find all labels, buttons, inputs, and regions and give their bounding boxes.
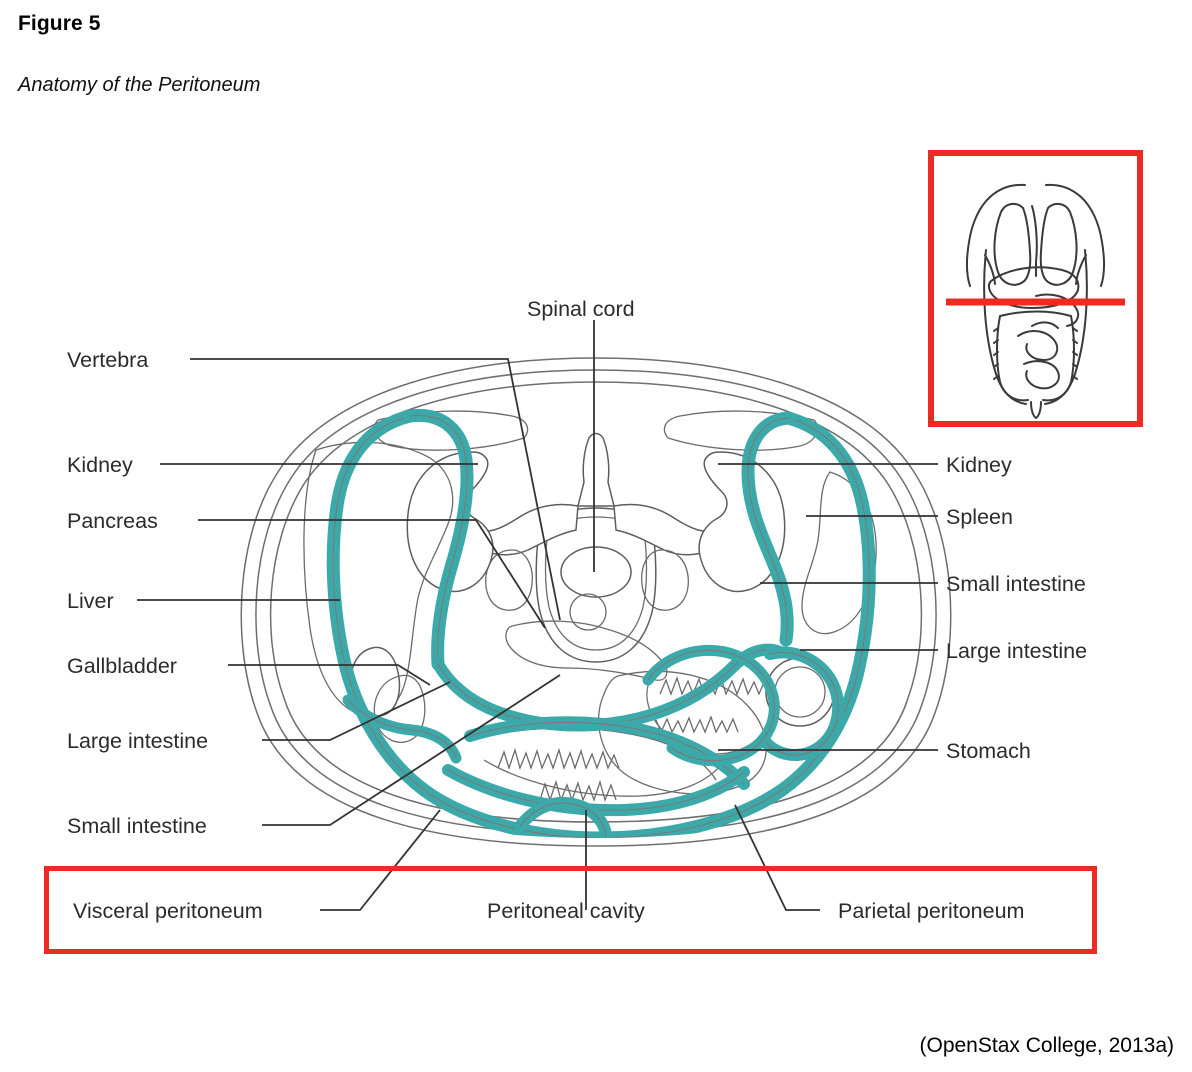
parietal-peritoneum-band-edge — [332, 415, 870, 838]
colon-haustra — [993, 327, 1078, 380]
leader-parietal-peritoneum — [734, 804, 820, 911]
erector-spinae-right — [663, 410, 819, 451]
liver-shape — [303, 441, 454, 717]
leader-pancreas — [198, 519, 546, 629]
vertebra — [465, 432, 727, 663]
citation-text: (OpenStax College, 2013a) — [919, 1034, 1175, 1057]
vertebral-body-inner — [544, 516, 648, 651]
small-intestine-loop-lower — [483, 759, 721, 797]
figure-label: Figure 5 — [18, 12, 101, 35]
spleen-shape — [801, 471, 877, 635]
mediastinum — [1031, 205, 1038, 277]
label-large-intestine-left: Large intestine — [67, 729, 208, 753]
figure-title: Anatomy of the Peritoneum — [18, 74, 261, 96]
leader-visceral-peritoneum — [320, 809, 441, 911]
rib-right — [1075, 254, 1087, 285]
leader-small-intestine-left — [262, 674, 561, 826]
label-peritoneal-cavity: Peritoneal cavity — [487, 899, 645, 923]
cross-section-svg: Spinal cord Vertebra Kidney Pancreas Liv… — [67, 297, 1087, 923]
spinous-process — [577, 432, 615, 507]
label-kidney-right: Kidney — [946, 453, 1012, 477]
kidney-right-shape — [698, 451, 786, 593]
shoulder-left — [989, 183, 1026, 198]
abdominal-wall-outer — [240, 357, 952, 847]
label-liver: Liver — [67, 589, 114, 613]
leader-vertebra — [190, 358, 561, 621]
label-kidney-left: Kidney — [67, 453, 133, 477]
spinal-cord-oval — [560, 546, 632, 598]
peritoneum-left-reflection-edge — [409, 414, 468, 665]
peritoneum-callout-box — [44, 866, 1097, 954]
psoas-right — [641, 549, 689, 611]
peritoneum-teal — [326, 408, 876, 838]
large-intestine — [373, 657, 835, 743]
small-intestine-inset — [1017, 321, 1060, 390]
label-vertebra: Vertebra — [67, 348, 148, 372]
peritoneum-callout-border — [44, 866, 1097, 954]
peritoneum-anterior-midline-edge — [519, 802, 607, 838]
small-intestine-villi-d — [539, 779, 617, 803]
labels: Spinal cord Vertebra Kidney Pancreas Liv… — [67, 297, 1087, 923]
peritoneum-right-reflection-edge — [747, 417, 789, 641]
small-intestine-villi-a — [659, 675, 771, 696]
label-parietal-peritoneum: Parietal peritoneum — [838, 899, 1024, 923]
label-small-intestine-right: Small intestine — [946, 572, 1086, 596]
small-intestine-villi-c — [497, 747, 620, 771]
lung-left — [993, 202, 1032, 286]
rectum-inset — [1030, 401, 1042, 419]
rib-left — [984, 254, 996, 285]
pancreas-shape — [505, 620, 668, 681]
peritoneum-small-bowel-loop-edge — [647, 649, 775, 762]
label-spleen: Spleen — [946, 505, 1013, 529]
peritoneum-gallbladder-fold-edge — [347, 699, 457, 759]
psoas-left — [485, 549, 533, 611]
label-small-intestine-left: Small intestine — [67, 814, 207, 838]
colon-frame — [996, 310, 1075, 402]
label-large-intestine-right: Large intestine — [946, 639, 1087, 663]
torso-outline — [965, 196, 1106, 287]
lung-right — [1039, 202, 1078, 286]
leader-large-intestine-left — [262, 681, 451, 741]
colon-left-lumen — [373, 674, 426, 743]
figure-illustration: Spinal cord Vertebra Kidney Pancreas Liv… — [0, 120, 1192, 1000]
shoulder-right — [1045, 183, 1082, 198]
peritoneum-colon-right-edge — [763, 652, 839, 756]
leader-lines — [137, 320, 938, 911]
label-spinal-cord: Spinal cord — [527, 297, 635, 321]
small-intestine-villi-b — [655, 715, 739, 734]
inset-svg — [928, 150, 1143, 427]
leader-gallbladder — [228, 664, 431, 686]
body-orientation-inset — [928, 150, 1143, 427]
inset-red-border — [928, 150, 1143, 427]
label-visceral-peritoneum: Visceral peritoneum — [73, 899, 263, 923]
mesentery-leaf-lower-edge — [447, 769, 745, 811]
label-gallbladder: Gallbladder — [67, 654, 177, 678]
label-stomach: Stomach — [946, 739, 1031, 763]
stomach-inset — [1035, 293, 1080, 327]
kidneys — [406, 451, 786, 593]
aorta — [569, 593, 607, 631]
label-pancreas: Pancreas — [67, 509, 158, 533]
callout-red-rect — [44, 866, 1097, 954]
